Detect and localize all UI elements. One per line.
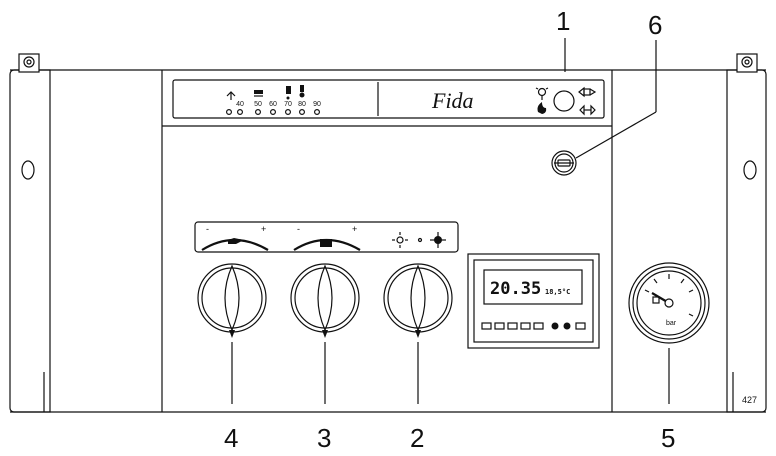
callout-6: 6 (648, 10, 662, 40)
flame-lock-icon (537, 102, 547, 114)
boiler-cabinet (9, 53, 767, 413)
lcd-screen (483, 269, 583, 305)
bulb-icon (535, 87, 549, 100)
timer-button-4[interactable] (520, 322, 531, 330)
right-mounting-hole (743, 160, 757, 180)
pressure-relief-cap[interactable] (551, 150, 577, 176)
left-mounting-hole (21, 160, 35, 180)
heating-temperature-knob[interactable] (290, 263, 360, 338)
led-70 (285, 108, 292, 115)
scale-label-90: 90 (313, 101, 321, 108)
callout-2: 2 (410, 423, 424, 453)
figure-number: 427 (742, 395, 757, 405)
brand-logo: Fida (431, 88, 474, 113)
led-tap (226, 108, 233, 115)
off-position-dot (417, 237, 423, 243)
temperature-scale: 40 50 60 70 80 90 (226, 101, 321, 115)
gauge-unit: bar (666, 320, 677, 327)
pressure-gauge: bar (628, 262, 710, 344)
left-mounting-bracket (18, 53, 40, 73)
timer-button-7[interactable] (563, 322, 571, 330)
digital-timer-thermostat: 20.35 18,5°C (467, 253, 600, 349)
timer-button-5[interactable] (533, 322, 544, 330)
led-60 (270, 108, 277, 115)
scale-label-50: 50 (254, 101, 262, 108)
arrows-icon (579, 104, 596, 116)
scale-label-40: 40 (236, 101, 244, 108)
knob-label-strip: - + - + (194, 221, 459, 253)
lcd-temperature: 18,5°C (545, 288, 570, 296)
dhw-tap-icon (228, 238, 244, 244)
radiator-icon (254, 90, 263, 97)
scale-label-80: 80 (298, 101, 306, 108)
lcd-time: 20.35 (490, 279, 541, 299)
led-40 (237, 108, 244, 115)
dhw-minus-sign: - (206, 224, 209, 234)
reset-button[interactable] (553, 90, 575, 112)
timer-button-6[interactable] (551, 322, 559, 330)
thermometer-icon (299, 85, 305, 98)
burner-status-icons (535, 86, 597, 116)
heating-minus-sign: - (297, 224, 300, 234)
led-50 (255, 108, 262, 115)
led-80 (299, 108, 306, 115)
indicator-strip: 40 50 60 70 80 90 Fida (172, 79, 605, 119)
timer-button-3[interactable] (507, 322, 518, 330)
heating-plus-sign: + (352, 224, 357, 234)
dhw-plus-sign: + (261, 224, 266, 234)
winter-icon (430, 232, 446, 248)
mode-selector-knob[interactable] (383, 263, 453, 338)
callout-1: 1 (556, 6, 570, 36)
timer-button-8[interactable] (575, 322, 586, 330)
scale-label-60: 60 (269, 101, 277, 108)
right-mounting-bracket (736, 53, 758, 73)
tap-icon (226, 91, 236, 100)
scale-label-70: 70 (284, 101, 292, 108)
timer-button-2[interactable] (494, 322, 505, 330)
callout-4: 4 (224, 423, 238, 453)
dhw-temperature-knob[interactable] (197, 263, 267, 338)
heating-radiator-icon (320, 239, 332, 247)
callout-3: 3 (317, 423, 331, 453)
callouts: 1 6 4 3 2 5 (224, 6, 675, 453)
summer-sun-icon (392, 232, 408, 248)
timer-button-1[interactable] (481, 322, 492, 330)
shower-icon (286, 86, 291, 100)
led-90 (314, 108, 321, 115)
callout-5: 5 (661, 423, 675, 453)
pump-icon (578, 86, 597, 98)
